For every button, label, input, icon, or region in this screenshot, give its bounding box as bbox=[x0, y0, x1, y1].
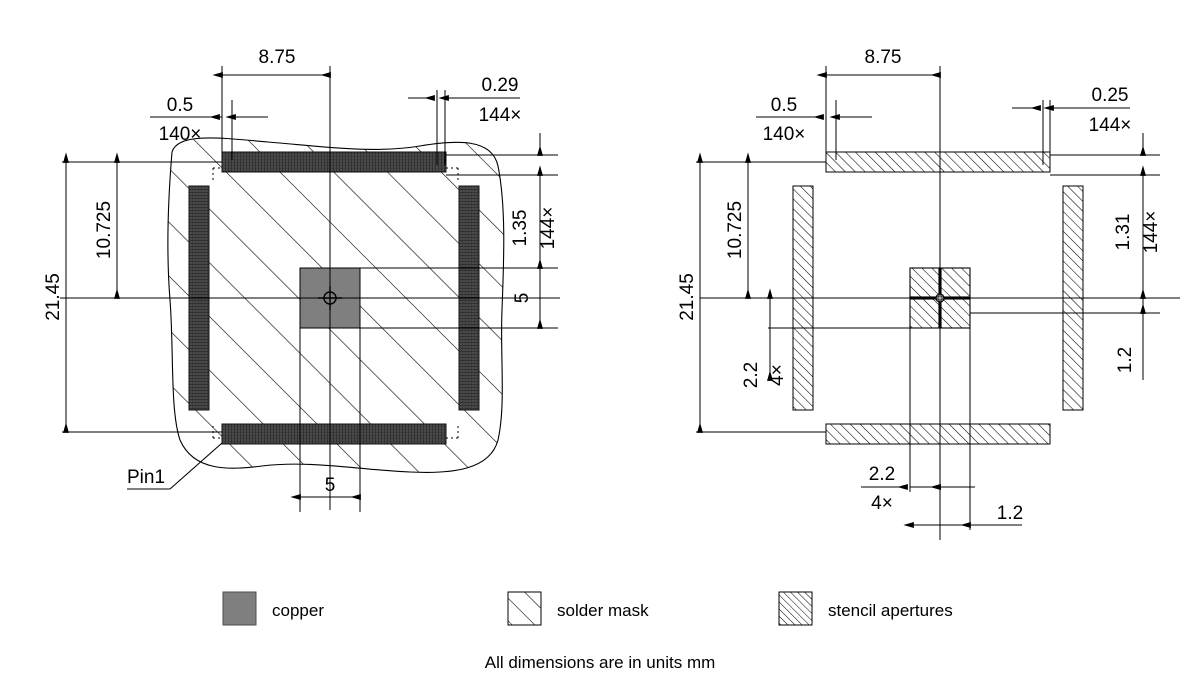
legend-item-stencil-apertures: stencil apertures bbox=[778, 591, 953, 626]
dim-left-pitch-value: 0.5 bbox=[167, 95, 193, 116]
pin1-label: Pin1 bbox=[127, 467, 165, 488]
dim-left-padlength-count: 144× bbox=[538, 207, 559, 250]
pad-row-bottom bbox=[221, 423, 447, 445]
dim-right-center-pitch-v-value: 2.2 bbox=[741, 362, 762, 388]
dim-left-padlength-value: 1.35 bbox=[510, 210, 531, 247]
dim-left-outer-height: 21.45 bbox=[43, 152, 222, 433]
legend-label-stencil-apertures: stencil apertures bbox=[828, 601, 953, 620]
legend-item-solder-mask: solder mask bbox=[507, 591, 649, 626]
pin1-leader: Pin1 bbox=[127, 442, 223, 490]
dim-left-inner-height-value: 10.725 bbox=[94, 201, 115, 259]
dim-right-pitch-count: 140× bbox=[763, 124, 806, 145]
dim-left-pitch: 0.5 140× bbox=[150, 95, 268, 160]
legend-swatch-copper bbox=[222, 591, 257, 626]
dim-right-span-value: 8.75 bbox=[865, 47, 902, 68]
dim-right-aperwidth: 0.25 144× bbox=[1012, 85, 1131, 165]
dim-right-pitch: 0.5 140× bbox=[756, 95, 872, 160]
dim-left-inner-height: 10.725 bbox=[94, 152, 120, 299]
dim-right-center-pitch-h-count: 4× bbox=[871, 493, 893, 514]
dim-left-centerpad: 5 bbox=[290, 328, 361, 512]
dim-left-padwidth-value: 0.29 bbox=[482, 75, 519, 96]
pad-row-top bbox=[221, 151, 447, 173]
dim-right-center-pitch-v-count: 4× bbox=[767, 364, 788, 386]
dim-left-span: 8.75 bbox=[212, 47, 331, 160]
dim-left-pitch-count: 140× bbox=[159, 124, 202, 145]
dim-left-padwidth: 0.29 144× bbox=[408, 75, 521, 165]
dim-right-aperlength-value: 1.31 bbox=[1113, 214, 1134, 251]
dim-left-span-value: 8.75 bbox=[259, 47, 296, 68]
dim-right-aperwidth-count: 144× bbox=[1089, 115, 1132, 136]
left-view: 0.5 140× 8.75 0.29 144× 21.45 bbox=[43, 47, 560, 512]
dim-left-outer-height-value: 21.45 bbox=[43, 273, 64, 321]
legend: copper solder mask stencil apertures All… bbox=[222, 591, 953, 672]
centerlines-left bbox=[60, 100, 560, 510]
dim-right-inner-height: 10.725 bbox=[725, 152, 751, 299]
right-view: 0.5 140× 8.75 0.25 144× 21.45 bbox=[677, 47, 1180, 540]
units-note: All dimensions are in units mm bbox=[485, 653, 716, 672]
dim-left-gap-value: 5 bbox=[512, 293, 533, 304]
dim-right-center-pitch-h-value: 2.2 bbox=[869, 464, 895, 485]
dim-left-centerpad-value: 5 bbox=[325, 475, 336, 496]
dim-left-padwidth-count: 144× bbox=[479, 105, 522, 126]
dim-right-outer-height-value: 21.45 bbox=[677, 273, 698, 321]
aperture-row-top bbox=[825, 151, 1051, 173]
dim-right-center-h-value: 1.2 bbox=[997, 503, 1023, 524]
dim-right-center-v-value: 1.2 bbox=[1115, 347, 1136, 373]
dim-left-padlength: 1.35 144× bbox=[446, 133, 559, 268]
dim-right-center-v: 1.2 bbox=[970, 288, 1160, 380]
legend-swatch-solder-mask bbox=[507, 591, 542, 626]
dim-right-pitch-value: 0.5 bbox=[771, 95, 797, 116]
legend-item-copper: copper bbox=[222, 591, 324, 626]
dim-right-aperlength-count: 144× bbox=[1141, 211, 1162, 254]
legend-label-copper: copper bbox=[272, 601, 324, 620]
dim-right-center-h: 1.2 bbox=[903, 328, 1023, 530]
aperture-row-bottom bbox=[825, 423, 1051, 445]
dim-left-gap: 5 bbox=[360, 258, 558, 329]
legend-swatch-stencil-apertures bbox=[778, 591, 813, 626]
dim-right-inner-height-value: 10.725 bbox=[725, 201, 746, 259]
dim-right-span: 8.75 bbox=[816, 47, 941, 160]
center-aperture-group bbox=[909, 267, 971, 329]
legend-label-solder-mask: solder mask bbox=[557, 601, 649, 620]
dim-right-center-pitch-v: 2.2 4× bbox=[741, 288, 910, 388]
dim-right-center-pitch-h: 2.2 4× bbox=[861, 328, 975, 540]
dim-right-aperwidth-value: 0.25 bbox=[1092, 85, 1129, 106]
dim-right-aperlength: 1.31 144× bbox=[1050, 133, 1162, 298]
dim-right-outer-height: 21.45 bbox=[677, 152, 826, 433]
center-crosshair bbox=[318, 286, 342, 310]
